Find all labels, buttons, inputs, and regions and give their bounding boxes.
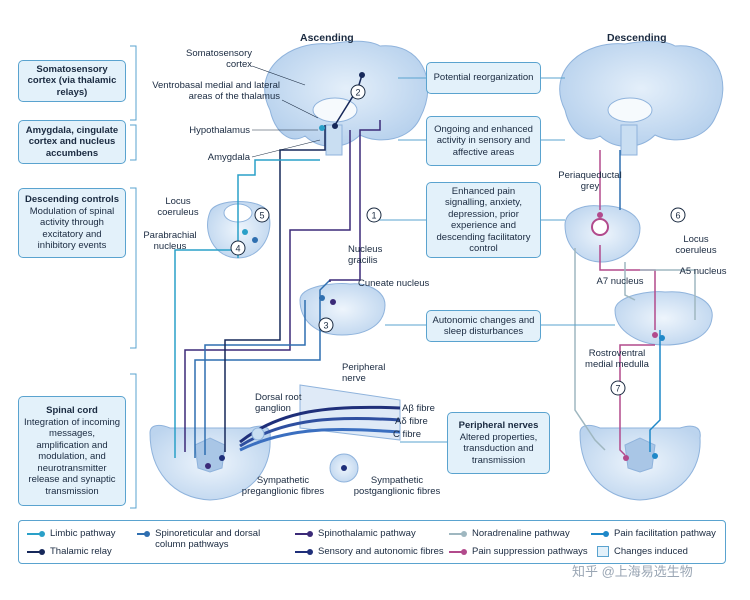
legend-item: Noradrenaline pathway [449,528,570,539]
descending-pathways [574,150,696,456]
legend-swatch [27,530,45,538]
legend-label: Spinoreticular and dorsal column pathway… [155,528,261,550]
box-body: Altered properties, transduction and tra… [459,431,538,466]
step-markers: 2 1 3 4 5 6 7 [230,84,686,396]
box-somatosensory-cortex: Somatosensory cortex (via thalamic relay… [18,60,126,102]
legend-label: Pain suppression pathways [472,546,588,557]
label-c-fibre: C fibre [393,429,421,440]
label-nucleus-gracilis: Nucleus gracilis [348,244,383,266]
label-pag: Periaqueductal grey [558,170,622,192]
legend-label: Spinothalamic pathway [318,528,416,539]
legend-swatch [449,548,467,556]
legend-swatch [27,548,45,556]
step-3: 3 [323,321,328,331]
brain-descending [559,40,724,156]
box-connectors [370,77,615,443]
box-body: Integration of incoming messages, amplif… [23,416,121,497]
legend-swatch-box [597,546,609,557]
step-5: 5 [259,211,264,221]
step-1: 1 [371,211,376,221]
label-ventrobasal: Ventrobasal medial and lateral areas of … [152,80,280,102]
step-2: 2 [355,88,360,98]
box-autonomic: Autonomic changes and sleep disturbances [426,310,541,342]
legend-label: Limbic pathway [50,528,116,539]
label-locus-coeruleus-right: Locus coeruleus [675,234,717,256]
label-rvm: Rostroventral medial medulla [585,348,649,370]
label-symp-post: Sympathetic postganglionic fibres [353,475,441,497]
heading-ascending: Ascending [300,32,354,44]
step-4: 4 [235,244,240,254]
legend-label: Changes induced [614,546,688,557]
legend-swatch [449,530,467,538]
legend-item: Spinothalamic pathway [295,528,416,539]
step-6: 6 [675,211,680,221]
box-title: Descending controls [25,194,119,206]
legend-label: Sensory and autonomic fibres [318,546,444,557]
label-a5: A5 nucleus [679,266,727,277]
pag-ring [591,218,609,236]
box-body: Modulation of spinal activity through ex… [29,205,115,252]
legend-label: Thalamic relay [50,546,112,557]
label-parabrachial: Parabrachial nucleus [143,230,197,252]
label-hypothalamus: Hypothalamus [189,125,250,136]
legend-item: Changes induced [597,546,688,557]
synapse-dots [205,72,665,471]
label-a-delta: Aδ fibre [395,416,428,427]
brain-ascending [264,40,429,156]
label-cuneate: Cuneate nucleus [358,278,430,289]
watermark: 知乎 @上海易选生物 [572,564,693,579]
legend-item: Pain suppression pathways [449,546,588,557]
step-7: 7 [615,384,620,394]
legend-item: Limbic pathway [27,528,115,539]
legend-item: Spinoreticular and dorsal column pathway… [137,528,287,550]
spinal-cord-left [149,424,271,501]
label-a7: A7 nucleus [596,276,644,287]
box-title: Peripheral nerves [458,420,539,431]
box-reorganization: Potential reorganization [426,62,541,94]
bracket-lines [130,45,137,509]
legend-swatch [295,548,313,556]
label-somatosensory-cortex: Somatosensory cortex [185,48,252,70]
box-title: Spinal cord [46,405,98,416]
label-locus-coeruleus: Locus coeruleus [157,196,199,218]
legend-label: Noradrenaline pathway [472,528,570,539]
label-drg: Dorsal root ganglion [255,392,302,414]
legend-swatch [295,530,313,538]
legend-item: Pain facilitation pathway [591,528,716,539]
legend: Limbic pathway Thalamic relay Spinoretic… [18,520,726,564]
legend-label: Pain facilitation pathway [614,528,716,539]
medulla-section [299,283,386,336]
box-enhanced-pain: Enhanced pain signalling, anxiety, depre… [426,182,541,258]
spinal-cord-right [579,424,701,501]
ascending-pathways [174,74,381,458]
label-a-beta: Aβ fibre [402,403,435,414]
box-descending-controls: Descending controls Modulation of spinal… [18,188,126,258]
label-amygdala: Amygdala [207,152,250,163]
legend-swatch [137,530,151,538]
label-pointers [251,65,321,158]
peripheral-nerve [239,384,401,452]
box-ongoing-activity: Ongoing and enhanced activity in sensory… [426,116,541,166]
legend-item: Thalamic relay [27,546,112,557]
heading-descending: Descending [607,32,667,44]
box-peripheral-nerves: Peripheral nerves Altered properties, tr… [447,412,550,474]
label-peripheral-nerve: Peripheral nerve [342,362,386,384]
box-amygdala: Amygdala, cingulate cortex and nucleus a… [18,120,126,164]
box-title: Somatosensory cortex (via thalamic relay… [27,63,117,98]
rvm-section [614,291,713,346]
legend-swatch [591,530,609,538]
box-spinal-cord: Spinal cord Integration of incoming mess… [18,396,126,506]
legend-item: Sensory and autonomic fibres [295,546,444,557]
label-symp-pre: Sympathetic preganglionic fibres [241,475,325,497]
box-title: Amygdala, cingulate cortex and nucleus a… [25,124,119,159]
